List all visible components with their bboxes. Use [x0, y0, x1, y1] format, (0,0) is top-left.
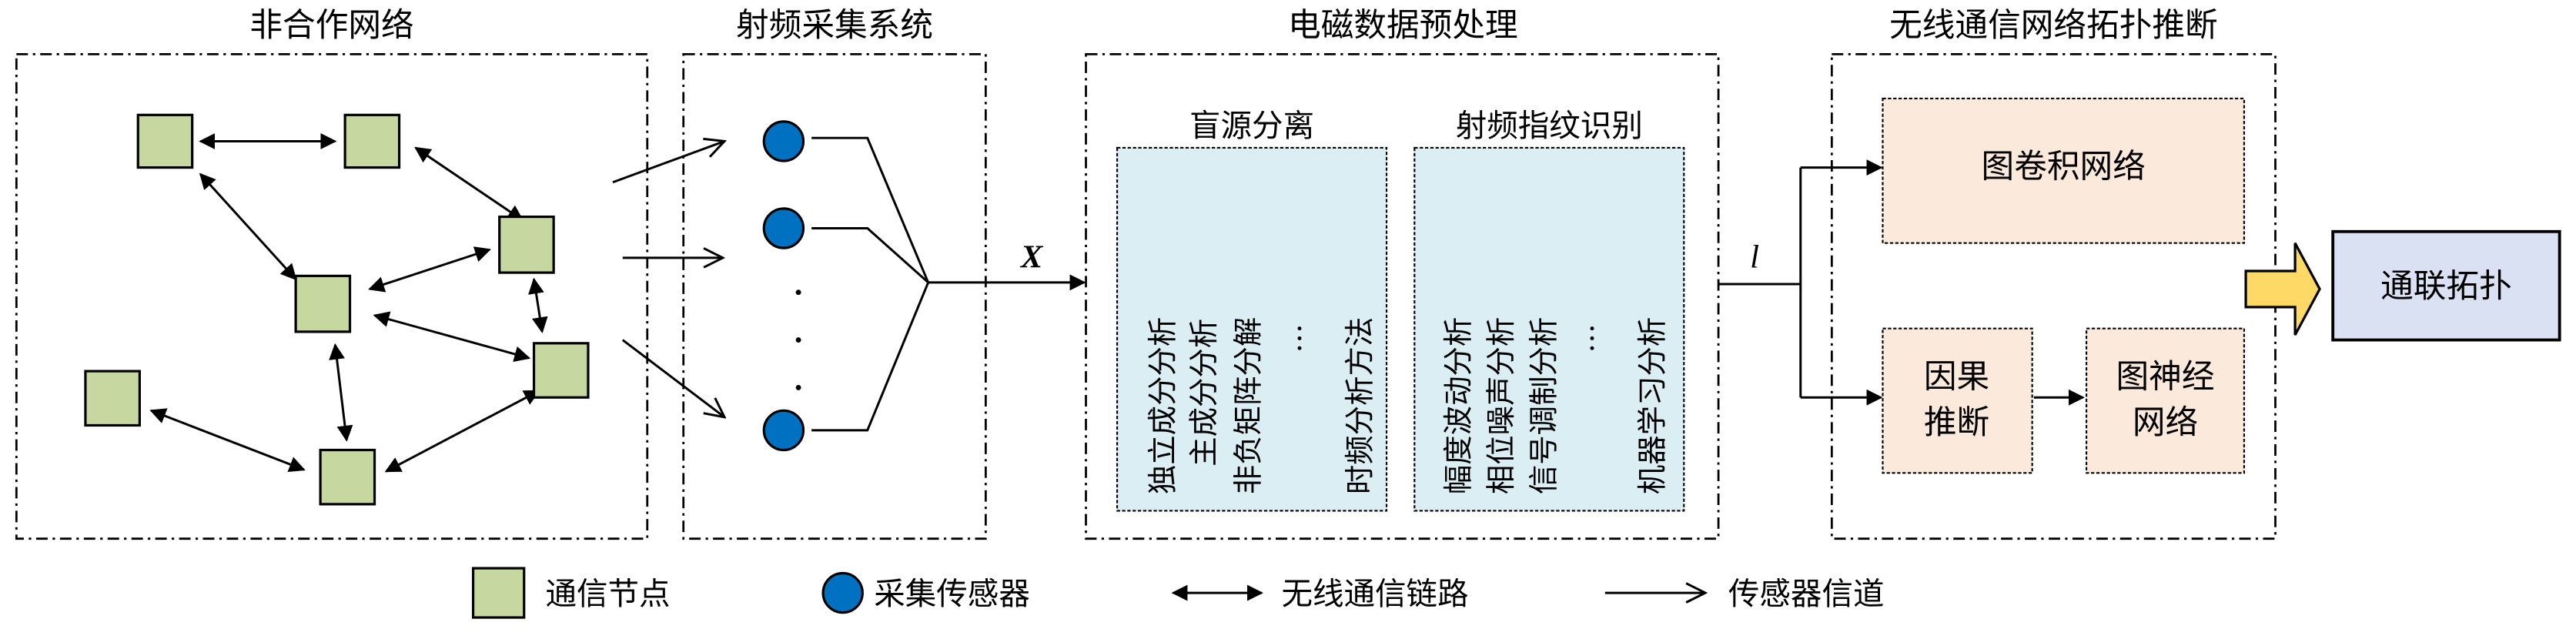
output-arrow-icon	[2244, 242, 2321, 336]
gnn-label-line2: 网络	[2133, 403, 2198, 442]
l-label: l	[1750, 239, 1759, 276]
sensor	[762, 207, 805, 249]
sensor	[762, 409, 805, 452]
gcn-label: 图卷积网络	[1982, 147, 2146, 186]
method-time-frequency: 时频分析方法	[1343, 317, 1378, 494]
causal-label-line1: 因果	[1924, 357, 1989, 396]
bss-heading: 盲源分离	[1189, 107, 1314, 144]
sensor-channel-arrow	[612, 141, 724, 184]
wireless-link	[414, 146, 524, 222]
communication-node	[532, 342, 590, 399]
causal-label-line2: 推断	[1924, 403, 1989, 442]
panel-title-rf-acquisition: 射频采集系统	[736, 6, 933, 45]
sensor-channel-arrow	[621, 339, 724, 417]
panel-non-cooperative-network	[15, 53, 649, 540]
communication-node	[343, 113, 401, 169]
ellipsis-dot	[795, 289, 801, 296]
legend-label-channel: 传感器信道	[1728, 575, 1885, 612]
wireless-link	[373, 311, 531, 363]
rff-box	[1413, 146, 1685, 512]
method-pca: 主成分分析	[1187, 319, 1222, 467]
wireless-links	[149, 132, 548, 473]
method-ellipsis: …	[1274, 323, 1309, 353]
ellipsis-dot	[795, 385, 801, 390]
communication-nodes	[84, 113, 590, 506]
wireless-link	[528, 277, 548, 333]
output-label: 通联拓扑	[2380, 267, 2512, 306]
legend-label-sensor: 采集传感器	[874, 575, 1030, 612]
sensor-icon	[821, 571, 864, 614]
method-ica: 独立成分分析	[1146, 317, 1181, 494]
sensor-wire	[811, 136, 930, 283]
method-nmf: 非负矩阵分解	[1232, 317, 1266, 494]
legend-label-link: 无线通信链路	[1281, 575, 1468, 612]
wireless-link	[199, 172, 297, 281]
x-label: X	[1019, 239, 1044, 276]
communication-node	[498, 215, 555, 274]
communication-node	[319, 448, 376, 506]
method-ellipsis: …	[1567, 323, 1601, 353]
wireless-link	[384, 390, 540, 473]
method-amplitude: 幅度波动分析	[1442, 317, 1477, 494]
sensor	[762, 120, 805, 162]
panel-title-topology-inference: 无线通信网络拓扑推断	[1889, 6, 2218, 45]
legend-label-node: 通信节点	[545, 575, 670, 612]
rff-methods: 幅度波动分析 相位噪声分析 信号调制分析 … 机器学习分析	[1442, 317, 1671, 494]
communication-node	[136, 113, 194, 169]
legend: 通信节点 采集传感器 无线通信链路 传感器信道	[471, 567, 1885, 619]
wireless-link	[368, 246, 491, 293]
wireless-link	[329, 343, 353, 442]
communication-node-icon	[471, 567, 526, 619]
output-topology-box	[2331, 229, 2561, 342]
sensor-wire	[811, 282, 930, 432]
ellipsis-dot	[795, 337, 801, 343]
gnn-box	[2086, 327, 2246, 474]
panel-title-preprocessing: 电磁数据预处理	[1288, 6, 1518, 45]
wireless-link	[149, 408, 306, 473]
method-ml: 机器学习分析	[1636, 317, 1671, 494]
gcn-box	[1882, 97, 2246, 244]
communication-node	[84, 370, 141, 427]
panel-preprocessing	[1085, 53, 1720, 540]
communication-node	[294, 274, 352, 333]
sensors	[762, 120, 1086, 452]
bss-methods: 独立成分分析 主成分分析 非负矩阵分解 … 时频分析方法	[1146, 317, 1378, 494]
bss-box	[1116, 146, 1388, 512]
method-phase-noise: 相位噪声分析	[1484, 317, 1519, 494]
panel-title-non-cooperative-network: 非合作网络	[249, 6, 413, 45]
rff-heading: 射频指纹识别	[1456, 107, 1643, 144]
gnn-label-line1: 图神经	[2116, 357, 2215, 396]
method-modulation: 信号调制分析	[1527, 317, 1562, 494]
causal-inference-box	[1882, 327, 2033, 474]
panel-rf-acquisition	[682, 53, 987, 540]
sensor-channels	[612, 141, 724, 417]
sensor-wire	[811, 227, 929, 284]
